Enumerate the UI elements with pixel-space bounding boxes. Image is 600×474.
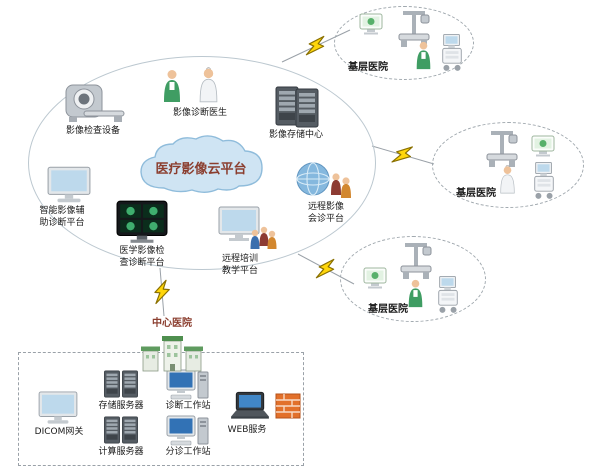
- server-tower-icon: [294, 88, 320, 128]
- branch-hospital-2: 基层医院: [432, 122, 584, 208]
- triage-workstation-label: 分诊工作站: [165, 447, 211, 457]
- medical-image-monitor-icon: [116, 200, 168, 244]
- diagnosis-workstation-label: 诊断工作站: [165, 401, 211, 411]
- branch-hospital-label: 基层医院: [456, 188, 496, 199]
- training-label: 远程培训教学平台: [221, 254, 258, 276]
- desktop-workstation-icon: [165, 415, 211, 447]
- ct-scanner-icon: [58, 84, 128, 124]
- training-monitor-icon: [206, 206, 278, 252]
- ai-assist-label: 智能影像辅助诊断平台: [39, 206, 85, 228]
- ultrasound-cart-icon: [531, 161, 557, 201]
- dicom-monitor-icon: [37, 391, 79, 425]
- storage-server-label: 存储服务器: [98, 401, 144, 411]
- cloud-platform-label: 医疗影像云平台: [155, 162, 247, 177]
- globe-icon: [292, 160, 354, 202]
- server-tower-icon: [121, 415, 139, 445]
- ultrasound-cart-icon: [439, 33, 465, 73]
- consultation-label: 远程影像会诊平台: [307, 202, 344, 224]
- central-hospital-label: 中心医院: [152, 318, 192, 329]
- branch-hospital-label: 基层医院: [348, 62, 388, 73]
- firewall-icon: [275, 391, 301, 421]
- xray-machine-icon: [397, 241, 437, 281]
- exam-diagnosis-label: 医学影像检查诊断平台: [119, 246, 165, 268]
- datacenter-box: DICOM网关 存储服务器 计算服务器 诊断工作站 分诊工作站 WEB服务: [18, 352, 304, 466]
- ultrasound-cart-icon: [435, 275, 461, 315]
- xray-machine-icon: [483, 129, 523, 169]
- doctors-label: 影像诊断医生: [172, 108, 227, 118]
- medical-device-icon: [363, 267, 387, 289]
- doctor-icon: [162, 68, 182, 104]
- doctor-icon: [415, 41, 432, 70]
- compute-server-label: 计算服务器: [98, 447, 144, 457]
- web-service-label: WEB服务: [227, 425, 267, 435]
- dicom-gateway-label: DICOM网关: [34, 427, 84, 437]
- desktop-workstation-icon: [165, 369, 211, 401]
- cloud-platform: 医疗影像云平台: [128, 134, 274, 196]
- monitor-icon: [46, 166, 92, 204]
- branch-hospital-3: 基层医院: [340, 236, 486, 322]
- server-tower-icon: [103, 369, 121, 399]
- lightning-icon: [151, 278, 173, 306]
- storage-center-label: 影像存储中心: [268, 130, 323, 140]
- branch-hospital-label: 基层医院: [368, 304, 408, 315]
- medical-device-icon: [531, 135, 555, 157]
- doctor-white-icon: [499, 165, 516, 194]
- medical-device-icon: [359, 13, 383, 35]
- laptop-icon: [229, 391, 271, 421]
- branch-hospital-1: 基层医院: [334, 6, 474, 80]
- server-tower-icon: [103, 415, 121, 445]
- equipment-label: 影像检查设备: [65, 126, 120, 136]
- doctor-white-icon: [198, 66, 219, 104]
- server-tower-icon: [121, 369, 139, 399]
- cloud-boundary: [28, 56, 376, 270]
- building-icon: [140, 331, 204, 373]
